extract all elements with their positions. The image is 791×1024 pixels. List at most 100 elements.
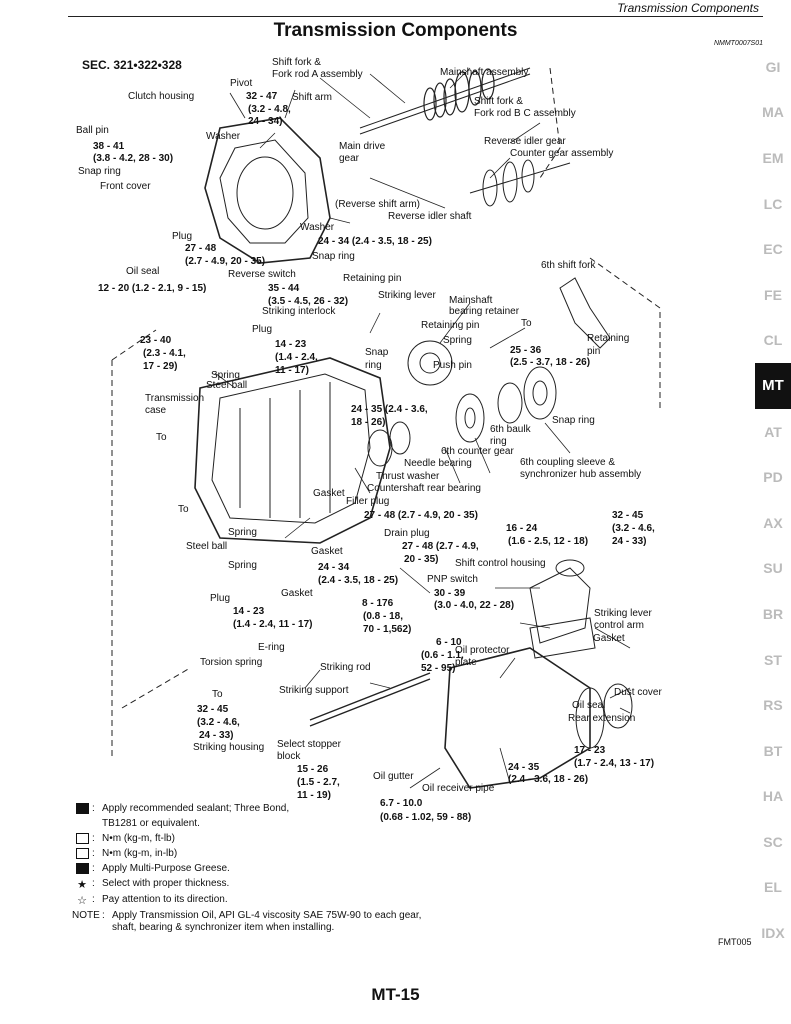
callout-label: (0.8 - 18,	[363, 611, 404, 622]
callout-label: Steel ball	[186, 541, 228, 552]
tab-ha[interactable]: HA	[762, 788, 784, 805]
tab-at[interactable]: AT	[764, 423, 782, 440]
callout-label: synchronizer hub assembly	[520, 469, 642, 480]
callout-label: gear	[339, 153, 360, 164]
callout-label: Fork rod A assembly	[272, 69, 363, 80]
callout-label: 6th coupling sleeve &	[520, 457, 616, 468]
tab-rs[interactable]: RS	[763, 697, 783, 714]
callout-label: Front cover	[100, 181, 151, 192]
legend-row: ☆:Pay attention to its direction.	[77, 894, 228, 907]
callout-label: 17 - 23	[574, 745, 606, 756]
tab-ma[interactable]: MA	[762, 104, 784, 121]
callout-label: 52 - 95)	[421, 663, 456, 674]
callout-label: (3.8 - 4.2, 28 - 30)	[93, 153, 174, 164]
tab-su[interactable]: SU	[763, 560, 783, 577]
document-code: NMMT0007S01	[713, 40, 763, 47]
callout-label: 30 - 39	[434, 588, 466, 599]
page-number: MT-15	[371, 985, 420, 1004]
callout-label: (Reverse shift arm)	[335, 199, 421, 210]
sealant-icon	[75, 803, 89, 814]
callout-label: 24 - 35	[508, 762, 540, 773]
callout-label: 6th shift fork	[541, 260, 596, 271]
tab-br[interactable]: BR	[762, 605, 784, 622]
callout-label: Reverse switch	[228, 269, 296, 280]
callout-label: Washer	[300, 222, 335, 233]
callout-label: 27 - 48 (2.7 - 4.9,	[402, 541, 479, 552]
callout-label: Striking rod	[320, 662, 371, 673]
callout-label: Reverse idler shaft	[388, 211, 472, 222]
tab-idx[interactable]: IDX	[761, 925, 785, 942]
callout-label: 23 - 40	[140, 335, 172, 346]
legend-row: :Apply recommended sealant; Three Bond,	[72, 803, 492, 815]
tab-fe[interactable]: FE	[764, 286, 782, 303]
section-index-tabs[interactable]: GI MA EM LC EC FE CL MT AT PD AX SU BR ST RS BT HA SC EL ID…	[755, 44, 791, 956]
callout-label: 18 - 26)	[351, 417, 386, 428]
legend-text: N•m (kg-m, ft-lb)	[102, 833, 175, 844]
tab-lc[interactable]: LC	[763, 195, 783, 212]
tab-em[interactable]: EM	[762, 149, 784, 166]
callout-label: bearing retainer	[449, 306, 520, 317]
callout-label: Snap ring	[78, 166, 121, 177]
callout-label: Washer	[206, 131, 241, 142]
callout-label: Retaining pin	[421, 320, 480, 331]
callout-label: Snap	[365, 347, 389, 358]
callout-label: Shift control housing	[455, 558, 546, 569]
callout-label: (3.5 - 4.5, 26 - 32)	[268, 296, 349, 307]
callout-label: 27 - 48 (2.7 - 4.9, 20 - 35)	[364, 510, 478, 521]
note-text: Apply Transmission Oil, API GL-4 viscosi…	[112, 910, 421, 934]
callout-label: 14 - 23	[275, 339, 307, 350]
callout-label: Oil seal	[126, 266, 160, 277]
callout-label: (3.2 - 4.6,	[612, 523, 655, 534]
callout-label: (3.2 - 4.6,	[197, 717, 240, 728]
callout-label: 32 - 45	[197, 704, 229, 715]
callout-label: Ball pin	[76, 125, 109, 136]
callout-label: Oil protector	[455, 645, 510, 656]
callout-label: Shift fork &	[272, 57, 321, 68]
callout-label: Needle bearing	[404, 458, 472, 469]
tab-bt[interactable]: BT	[763, 742, 783, 759]
tab-el[interactable]: EL	[764, 879, 782, 896]
callout-label: Steel ball	[206, 380, 248, 391]
callout-label: Plug	[172, 231, 193, 242]
callout-label: 11 - 17)	[275, 365, 309, 376]
star-solid-icon: ★	[77, 879, 87, 891]
callout-label: 8 - 176	[362, 598, 394, 609]
note-line: Apply Transmission Oil, API GL-4 viscosi…	[112, 910, 422, 921]
tab-st[interactable]: ST	[764, 651, 782, 668]
note: NOTE : Apply Transmission Oil, API GL-4 …	[72, 910, 422, 934]
running-title: Transmission Components	[617, 1, 759, 15]
callout-label: (2.4 - 3.5, 18 - 25)	[318, 575, 399, 586]
callout-label: Striking support	[279, 685, 349, 696]
tab-sc[interactable]: SC	[763, 833, 783, 850]
tab-ec[interactable]: EC	[763, 241, 783, 258]
callout-label: 32 - 47	[246, 91, 278, 102]
callout-label: (2.7 - 4.9, 20 - 35)	[185, 256, 266, 267]
tab-ax[interactable]: AX	[763, 514, 783, 531]
torque-ftlb-icon	[75, 833, 89, 844]
callout-label: Counter gear assembly	[510, 148, 614, 159]
tab-pd[interactable]: PD	[763, 469, 783, 486]
legend-row: ★:Select with proper thickness.	[77, 878, 230, 891]
tab-gi[interactable]: GI	[765, 58, 781, 75]
legend-row: TB1281 or equivalent.	[72, 818, 492, 830]
callout-label: 12 - 20 (1.2 - 2.1, 9 - 15)	[98, 283, 207, 294]
tab-cl[interactable]: CL	[763, 332, 783, 349]
callout-label: (3.0 - 4.0, 22 - 28)	[434, 600, 515, 611]
callout-label: Spring	[228, 527, 257, 538]
callout-label: Push pin	[433, 360, 472, 371]
callout-label: Shift arm	[292, 92, 333, 103]
callout-label: Torsion spring	[200, 657, 263, 668]
callout-label: Fork rod B C assembly	[474, 108, 576, 119]
callout-label: 6th baulk	[490, 424, 531, 435]
tab-mt[interactable]: MT	[755, 363, 791, 409]
callout-label: PNP switch	[427, 574, 478, 585]
callout-label: control arm	[594, 620, 645, 631]
callout-label: 15 - 26	[297, 764, 329, 775]
legend-text: Apply recommended sealant; Three Bond,	[102, 803, 290, 814]
callout-label: Striking housing	[193, 742, 265, 753]
legend-text: Pay attention to its direction.	[102, 894, 228, 905]
callout-label: Oil receiver pipe	[422, 783, 495, 794]
callout-label: 38 - 41	[93, 141, 125, 152]
note-line: shaft, bearing & synchronizer item when …	[112, 922, 335, 933]
callout-label: (1.6 - 2.5, 12 - 18)	[508, 536, 589, 547]
